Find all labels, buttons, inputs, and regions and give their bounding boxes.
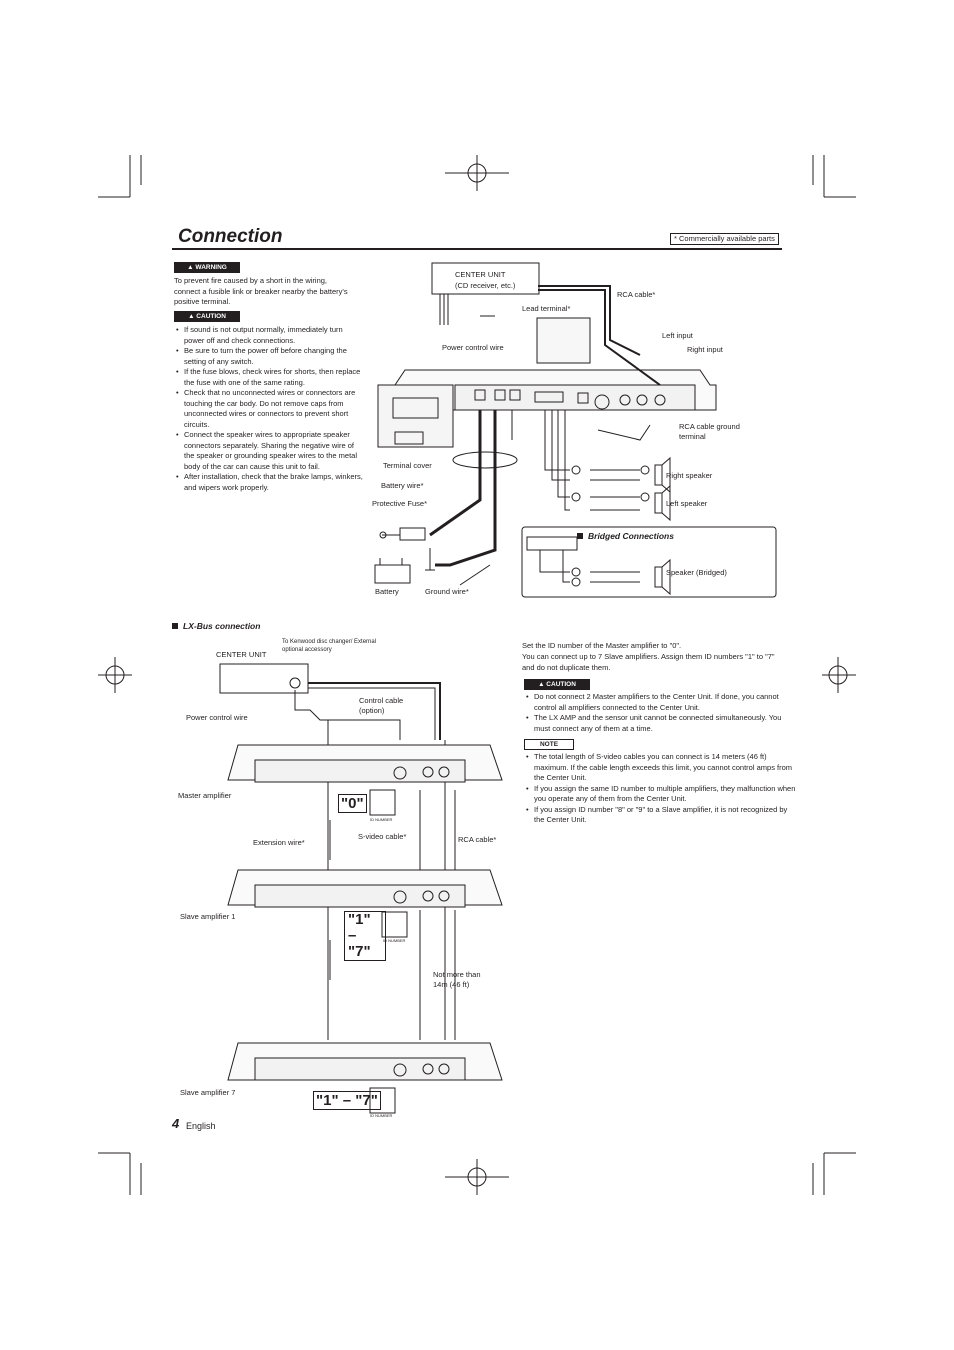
commercial-parts-note: * Commercially available parts xyxy=(670,233,779,245)
crop-marks xyxy=(98,155,856,1195)
rca-ground-label: RCA cable ground terminal xyxy=(679,422,740,441)
note-item: If you assign the same ID number to mult… xyxy=(526,784,796,805)
right-input-label: Right input xyxy=(687,345,723,354)
id-paragraph-2: You can connect up to 7 Slave amplifiers… xyxy=(522,652,775,672)
caution-item: Be sure to turn the power off before cha… xyxy=(176,346,364,367)
master-amplifier-label: Master amplifier xyxy=(178,791,232,800)
center-unit-sub: (CD receiver, etc.) xyxy=(455,281,516,290)
caution-item: If the fuse blows, check wires for short… xyxy=(176,367,364,388)
note-item: If you assign ID number "8" or "9" to a … xyxy=(526,805,796,826)
main-wiring-diagram xyxy=(374,262,777,598)
id-slave1-badge: "1" – "7" xyxy=(344,911,386,961)
center-unit-label: CENTER UNIT xyxy=(455,270,506,279)
lx-caution-tag: ▲ CAUTION xyxy=(524,679,590,690)
slave7-amp-body xyxy=(227,1042,503,1114)
caution-item: Check that no unconnected wires or conne… xyxy=(176,388,364,430)
speaker-bridged-label: Speaker (Bridged) xyxy=(666,568,727,577)
terminal-cover-label: Terminal cover xyxy=(383,461,432,470)
caution-item: The LX AMP and the sensor unit cannot be… xyxy=(526,713,796,734)
warning-tag: ▲ WARNING xyxy=(174,262,240,273)
caution-tag: ▲ CAUTION xyxy=(174,311,240,322)
power-control-wire-label: Power control wire xyxy=(442,343,504,352)
slave-amplifier-7-label: Slave amplifier 7 xyxy=(180,1088,236,1097)
control-cable-label: Control cable (option) xyxy=(359,696,404,715)
left-speaker-label: Left speaker xyxy=(666,499,708,508)
slave1-amp-body xyxy=(227,869,503,938)
warning-text: To prevent fire caused by a short in the… xyxy=(174,276,348,306)
ground-wire-label: Ground wire* xyxy=(425,587,469,596)
id-paragraph-1: Set the ID number of the Master amplifie… xyxy=(522,641,682,650)
caution-item: Connect the speaker wires to appropriate… xyxy=(176,430,364,472)
battery-wire-label: Battery wire* xyxy=(381,481,424,490)
extension-wire-label: Extension wire* xyxy=(253,838,305,847)
note-tag: NOTE xyxy=(524,739,574,750)
slave-amplifier-1-label: Slave amplifier 1 xyxy=(180,912,236,921)
note-list: The total length of S-video cables you c… xyxy=(524,752,796,826)
page-title: Connection xyxy=(178,226,283,247)
page-number: 4 xyxy=(172,1116,180,1131)
lx-caution-list: Do not connect 2 Master amplifiers to th… xyxy=(524,692,796,734)
id-number-small: ID NUMBER xyxy=(370,1113,393,1118)
id-slave7-badge: "1" – "7" xyxy=(313,1091,381,1110)
page-language: English xyxy=(186,1121,216,1131)
caution-item: Do not connect 2 Master amplifiers to th… xyxy=(526,692,796,713)
lxbus-title: LX-Bus connection xyxy=(172,621,260,631)
master-amp-body xyxy=(227,744,503,816)
caution-list: If sound is not output normally, immedia… xyxy=(174,325,364,493)
lx-power-control-label: Power control wire xyxy=(186,713,248,722)
lx-rca-cable-label: RCA cable* xyxy=(458,835,497,844)
battery-label: Battery xyxy=(375,587,399,596)
caution-item: After installation, check that the brake… xyxy=(176,472,364,493)
note-item: The total length of S-video cables you c… xyxy=(526,752,796,784)
left-input-label: Left input xyxy=(662,331,693,340)
rca-cable-label: RCA cable* xyxy=(617,290,656,299)
lxbus-diagram xyxy=(219,663,503,1114)
bridged-title: Bridged Connections xyxy=(577,531,674,541)
caution-item: If sound is not output normally, immedia… xyxy=(176,325,364,346)
to-kenwood-label: To Kenwood disc changer/ External option… xyxy=(282,639,377,653)
protective-fuse-label: Protective Fuse* xyxy=(372,499,428,508)
id-master-badge: "0" xyxy=(338,794,367,813)
right-speaker-label: Right speaker xyxy=(666,471,713,480)
svideo-cable-label: S-video cable* xyxy=(358,832,407,841)
id-number-small: ID NUMBER xyxy=(370,817,393,822)
max-length-label: Not more than 14m (46 ft) xyxy=(433,970,481,989)
lead-terminal-label: Lead terminal* xyxy=(522,304,571,313)
lx-center-unit-label: CENTER UNIT xyxy=(216,650,267,659)
title-rule xyxy=(172,248,782,250)
id-number-small: ID NUMBER xyxy=(383,938,406,943)
